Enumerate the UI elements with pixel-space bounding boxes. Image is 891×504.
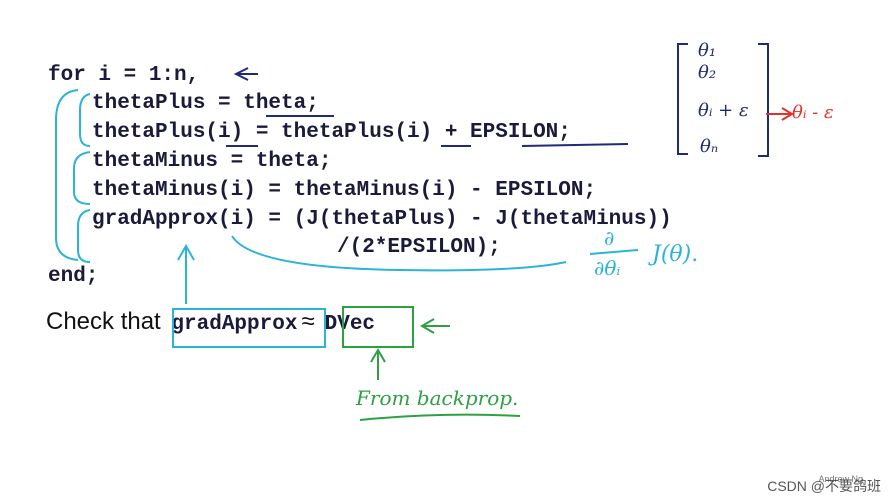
theta-i-plus-label: θᵢ + ε [698, 100, 749, 121]
theta-2-label: θ₂ [698, 62, 717, 83]
code-line-thetaplus-assign: thetaPlus = theta; [92, 92, 319, 115]
bracket-grad [77, 209, 91, 263]
loop-bracket [55, 89, 79, 261]
theta-n-label: θₙ [700, 136, 719, 157]
gradapprox-highlight-box [172, 308, 326, 348]
theta-1-label: θ₁ [698, 40, 717, 61]
check-approx-symbol: ≈ [301, 308, 315, 335]
code-line-thetaplus-add: thetaPlus(i) = thetaPlus(i) + EPSILON; [92, 121, 571, 144]
vector-bracket-right [758, 43, 769, 157]
check-gradapprox: gradApprox [171, 313, 298, 336]
bracket-plus [79, 93, 91, 147]
underline-epsilon [521, 143, 629, 147]
code-line-for: for i = 1:n, [48, 64, 200, 87]
attribution: Andrew Ng [818, 474, 863, 484]
from-backprop-note: From backprop. [356, 386, 519, 410]
theta-i-minus-label: θᵢ - ε [792, 102, 834, 123]
arrow-left-dvec [420, 318, 450, 334]
code-line-thetaminus-assign: thetaMinus = theta; [92, 150, 332, 173]
code-line-gradapprox: gradApprox(i) = (J(thetaPlus) - J(thetaM… [92, 208, 672, 231]
underline-from-backprop [359, 413, 521, 421]
check-dvec: DVec [324, 313, 376, 336]
check-prefix: Check that [46, 308, 168, 335]
arrow-red [766, 107, 794, 121]
curve-to-derivative [231, 235, 567, 272]
code-line-thetaminus-sub: thetaMinus(i) = thetaMinus(i) - EPSILON; [92, 179, 597, 202]
code-line-divide: /(2*EPSILON); [337, 236, 501, 259]
dvec-highlight-box [342, 306, 414, 348]
check-statement: Check that gradApprox≈ DVec [46, 308, 375, 336]
derivative-function: J(θ). [652, 242, 699, 267]
vector-bracket-left [677, 43, 688, 155]
bracket-minus [73, 151, 91, 205]
watermark: CSDN @不要鸽班 [767, 478, 881, 494]
arrow-for-line [233, 67, 258, 81]
fraction-line [589, 249, 639, 255]
derivative-numerator: ∂ [604, 226, 615, 250]
arrow-up-dvec [370, 348, 386, 380]
derivative-denominator: ∂θᵢ [594, 256, 621, 280]
arrow-up-gradapprox [177, 243, 195, 304]
code-line-end: end; [48, 265, 99, 288]
